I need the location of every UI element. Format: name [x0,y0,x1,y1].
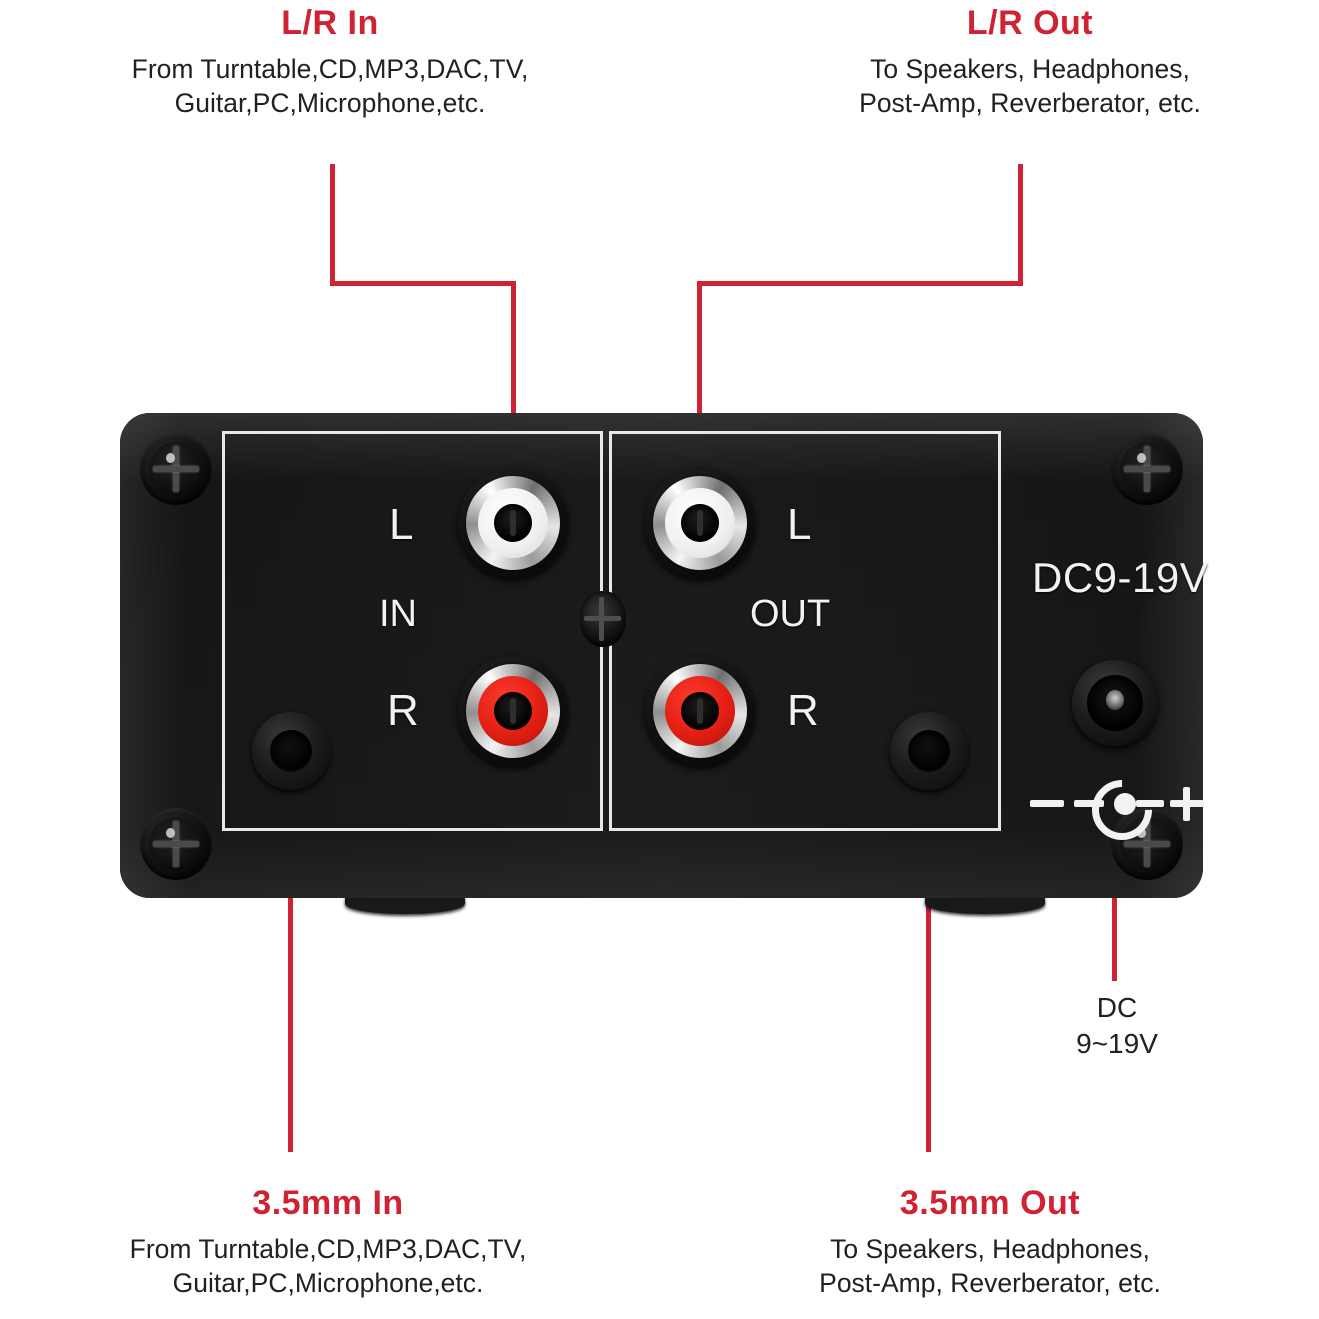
callout-35mm-in: 3.5mm In From Turntable,CD,MP3,DAC,TV, G… [18,1182,638,1300]
chassis-screw-bottom-right [1111,808,1183,880]
leader-lr-in-seg1 [330,164,335,286]
callout-35mm-out-line1: To Speakers, Headphones, [830,1234,1150,1264]
rca-jack-out-left[interactable] [645,468,755,578]
label-out-left-channel: L [787,500,812,549]
polarity-lead-left [1074,800,1104,807]
callout-lr-in-line1: From Turntable,CD,MP3,DAC,TV, [131,54,529,84]
label-dc-voltage: DC9-19V [1032,554,1209,601]
dc-jack-center-pin [1106,690,1124,710]
polarity-lead-right [1136,800,1164,807]
callout-35mm-in-line1: From Turntable,CD,MP3,DAC,TV, [129,1234,527,1264]
leader-lr-out-seg3 [697,281,702,471]
aux-jack-bore [270,730,312,772]
leader-35mm-out [926,792,931,1152]
leader-lr-out-seg1 [1018,164,1023,286]
chassis-screw-top-right [1111,433,1183,505]
rca-pin [510,698,516,724]
callout-dc-line1: DC [1096,992,1138,1023]
leader-lr-in-seg2 [330,281,516,286]
aux-jack-in-35mm[interactable] [252,712,330,790]
screw-head-icon [149,817,203,871]
chassis-screw-top-left [140,433,212,505]
aux-jack-out-35mm[interactable] [890,712,968,790]
rca-pin [510,510,516,536]
callout-35mm-out-title: 3.5mm Out [899,1184,1081,1222]
rca-jack-in-left[interactable] [458,468,568,578]
screw-head-icon [1120,817,1174,871]
polarity-minus-icon [1030,800,1064,807]
label-in-section: IN [379,593,417,635]
callout-lr-in-title: L/R In [281,4,379,42]
label-in-left-channel: L [389,500,414,549]
screw-glint [166,453,175,463]
rca-jack-in-right[interactable] [458,656,568,766]
callout-lr-in-line2: Guitar,PC,Microphone,etc. [174,88,486,118]
chassis-screw-bottom-left [140,808,212,880]
screw-glint [1137,828,1146,838]
dc-power-jack[interactable] [1072,660,1158,746]
label-in-right-channel: R [387,686,419,735]
screw-head-icon [149,442,203,496]
dc-polarity-symbol-icon [1030,767,1210,853]
callout-lr-out-line2: Post-Amp, Reverberator, etc. [859,88,1201,118]
leader-lr-out-seg2 [697,281,1023,286]
callout-35mm-in-line2: Guitar,PC,Microphone,etc. [172,1268,484,1298]
rca-jack-out-right[interactable] [645,656,755,766]
center-chassis-screw [580,591,626,647]
callout-35mm-out: 3.5mm Out To Speakers, Headphones, Post-… [690,1182,1290,1300]
callout-lr-out: L/R Out To Speakers, Headphones, Post-Am… [760,2,1300,120]
leader-35mm-in [288,792,293,1152]
callout-dc-line2: 9~19V [1076,1028,1158,1059]
polarity-center-dot-icon [1114,793,1136,815]
leader-lr-in-seg3 [511,281,516,471]
rca-pin [697,510,703,536]
callout-lr-out-title: L/R Out [966,4,1094,42]
polarity-plus-vertical-icon [1183,787,1190,821]
screw-glint [166,828,175,838]
callout-lr-out-line1: To Speakers, Headphones, [870,54,1190,84]
callout-35mm-in-title: 3.5mm In [252,1184,404,1222]
screw-head-icon [1120,442,1174,496]
screw-glint [1137,453,1146,463]
label-out-right-channel: R [787,686,819,735]
callout-dc: DC 9~19V [1022,990,1212,1062]
callout-35mm-out-line2: Post-Amp, Reverberator, etc. [819,1268,1161,1298]
label-out-section: OUT [750,593,831,635]
rca-pin [697,698,703,724]
callout-lr-in: L/R In From Turntable,CD,MP3,DAC,TV, Gui… [60,2,600,120]
aux-jack-bore [908,730,950,772]
